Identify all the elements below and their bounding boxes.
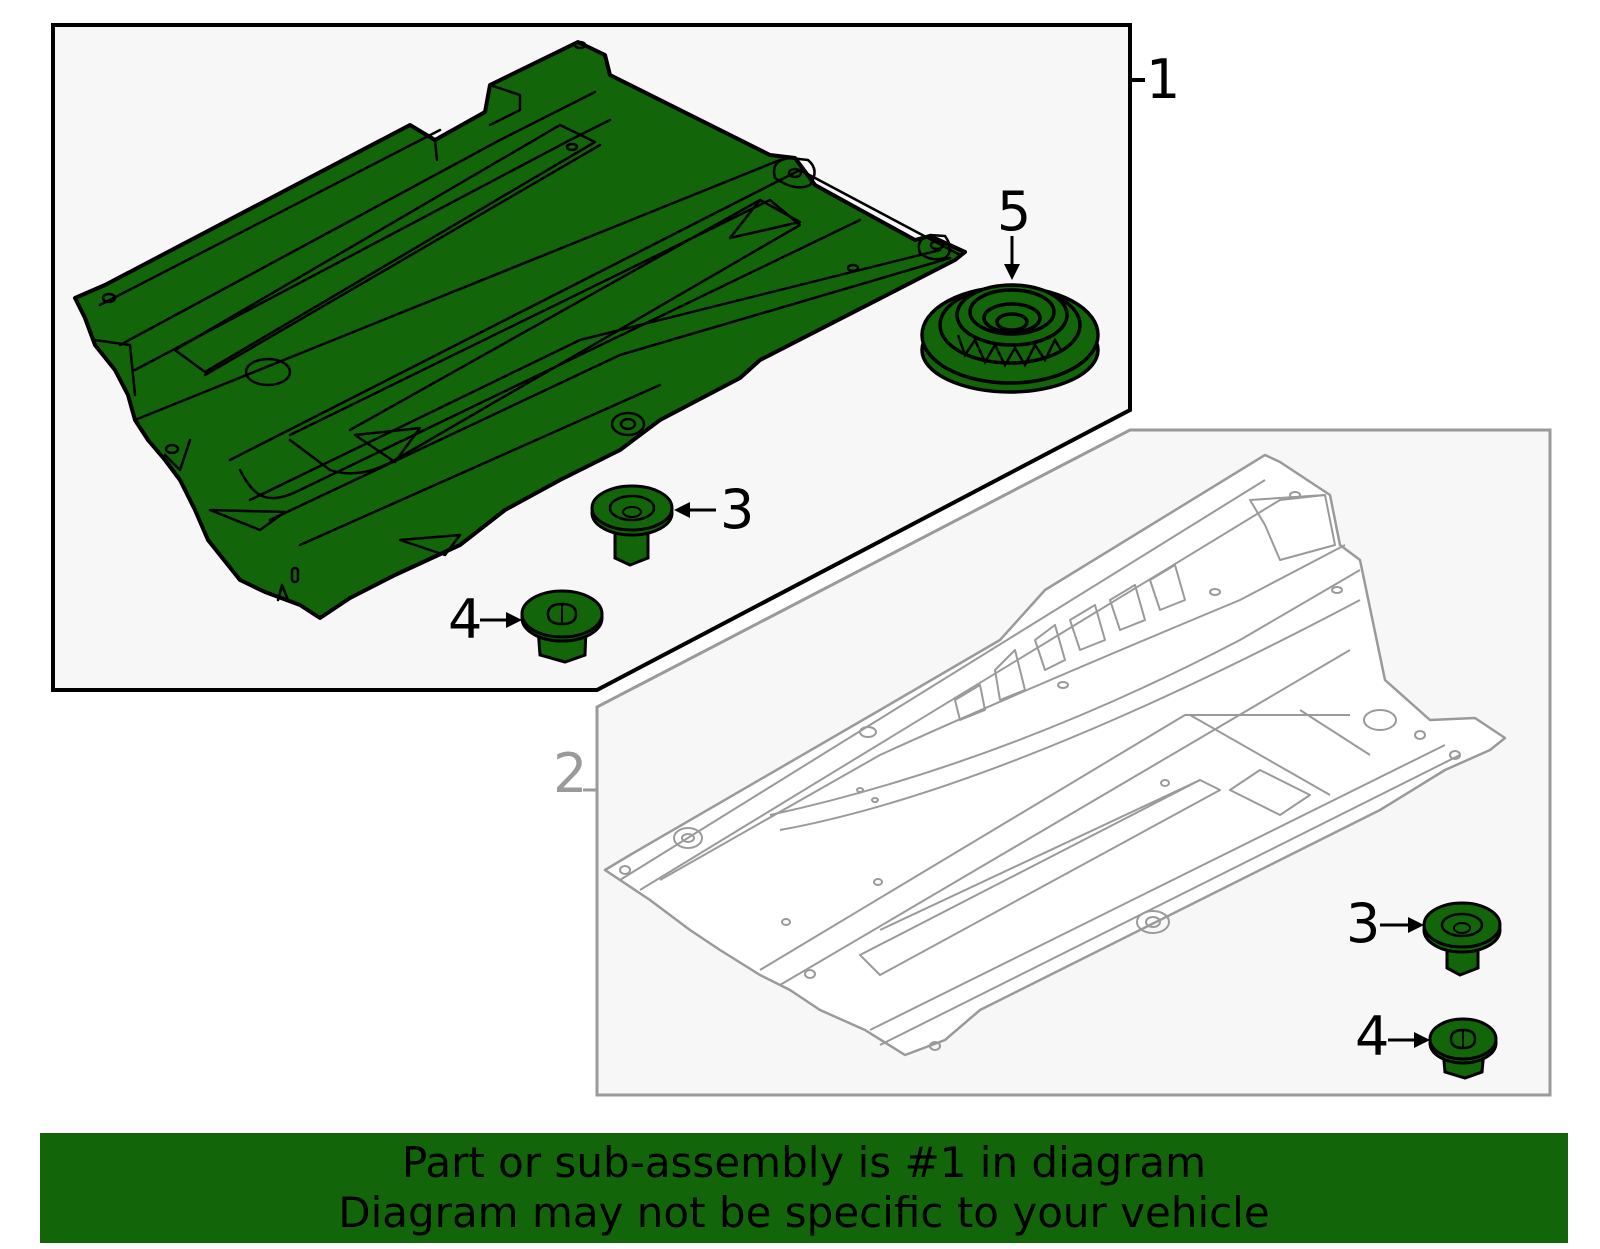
svg-text:3: 3: [720, 478, 754, 541]
svg-text:2: 2: [553, 742, 587, 805]
clip-part-3-top[interactable]: [590, 484, 674, 567]
banner-line-disclaimer: Diagram may not be specific to your vehi…: [338, 1188, 1270, 1237]
nut-part-4-top[interactable]: [520, 589, 604, 664]
svg-text:4: 4: [1355, 1005, 1389, 1068]
callout-4-top: 4: [448, 588, 522, 651]
svg-text:5: 5: [997, 180, 1031, 243]
nut-part-4-bottom[interactable]: [1428, 1017, 1498, 1080]
shield-part-2[interactable]: [603, 453, 1507, 1057]
callout-3-bottom: 3: [1346, 892, 1424, 955]
grommet-part-5[interactable]: [920, 283, 1100, 394]
shield-part-1[interactable]: [73, 40, 967, 620]
callout-1: 1: [1146, 48, 1180, 111]
info-banner: Part or sub-assembly is #1 in diagram Di…: [40, 1133, 1568, 1243]
callout-3-top: 3: [674, 478, 754, 541]
callout-5: 5: [997, 180, 1031, 280]
callout-4-bottom: 4: [1355, 1005, 1430, 1068]
svg-text:3: 3: [1346, 892, 1380, 955]
clip-part-3-bottom[interactable]: [1422, 901, 1502, 977]
svg-text:4: 4: [448, 588, 482, 651]
callout-2: 2: [553, 742, 587, 805]
banner-line-part-note: Part or sub-assembly is #1 in diagram: [401, 1138, 1207, 1187]
svg-text:1: 1: [1146, 48, 1180, 111]
